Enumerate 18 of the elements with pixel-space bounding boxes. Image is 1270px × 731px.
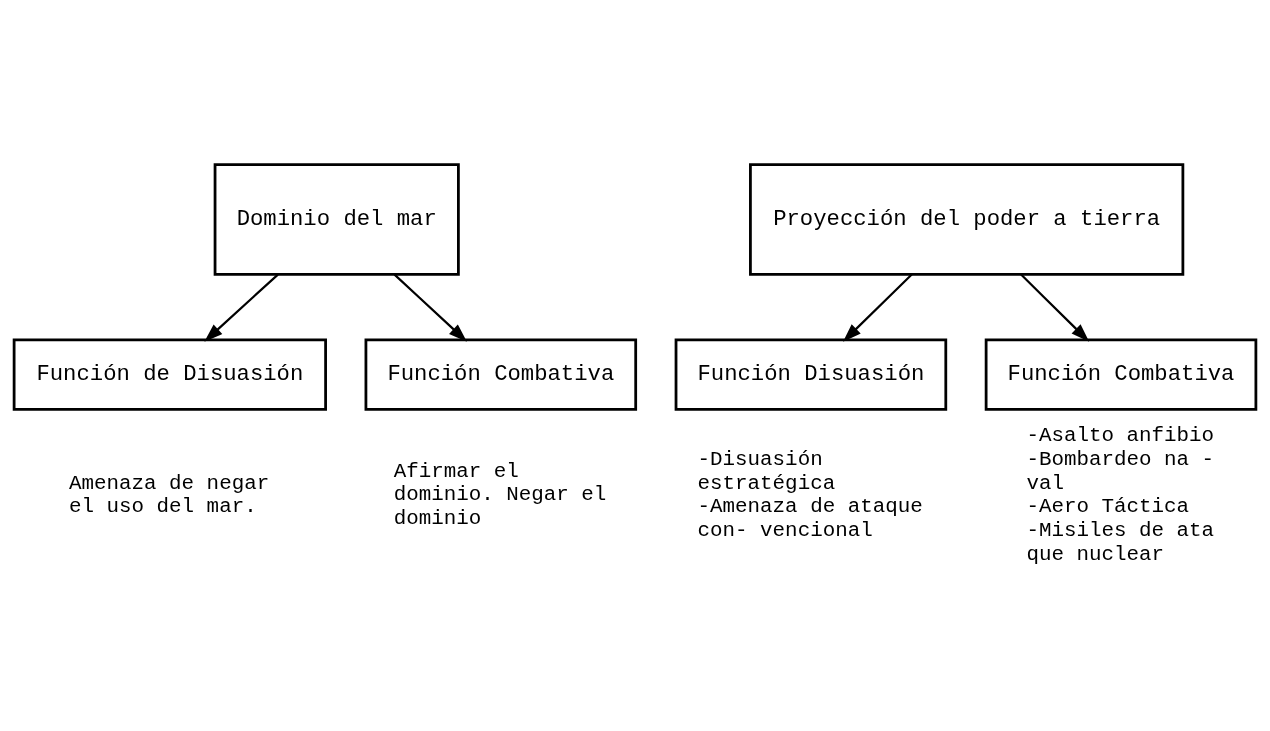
arrow	[843, 273, 913, 342]
node-label: -Disuasión estratégica	[697, 447, 836, 495]
node-label: -Aero Táctica	[1026, 495, 1190, 519]
node-box: Proyección del poder a tierra	[749, 163, 1185, 276]
node-label: -Asalto anfibio	[1026, 424, 1215, 448]
node-box: Función Combativa	[984, 338, 1258, 411]
arrow	[393, 273, 467, 342]
node-box: Función Disuasión	[674, 338, 948, 411]
node-box: Función de Disuasión	[12, 338, 327, 411]
arrow	[204, 273, 279, 342]
node-box: Función Combativa	[364, 338, 638, 411]
node-label: Afirmar el dominio. Negar el dominio	[393, 459, 607, 531]
node-label: -Misiles de ata que nuclear	[1026, 518, 1215, 566]
node-label: Amenaza de negar el uso del mar.	[69, 471, 270, 519]
node-label: -Bombardeo na - val	[1026, 447, 1215, 495]
arrow	[1020, 273, 1090, 342]
node-box: Dominio del mar	[213, 163, 460, 276]
node-label: -Amenaza de ataque con- vencional	[697, 495, 923, 542]
